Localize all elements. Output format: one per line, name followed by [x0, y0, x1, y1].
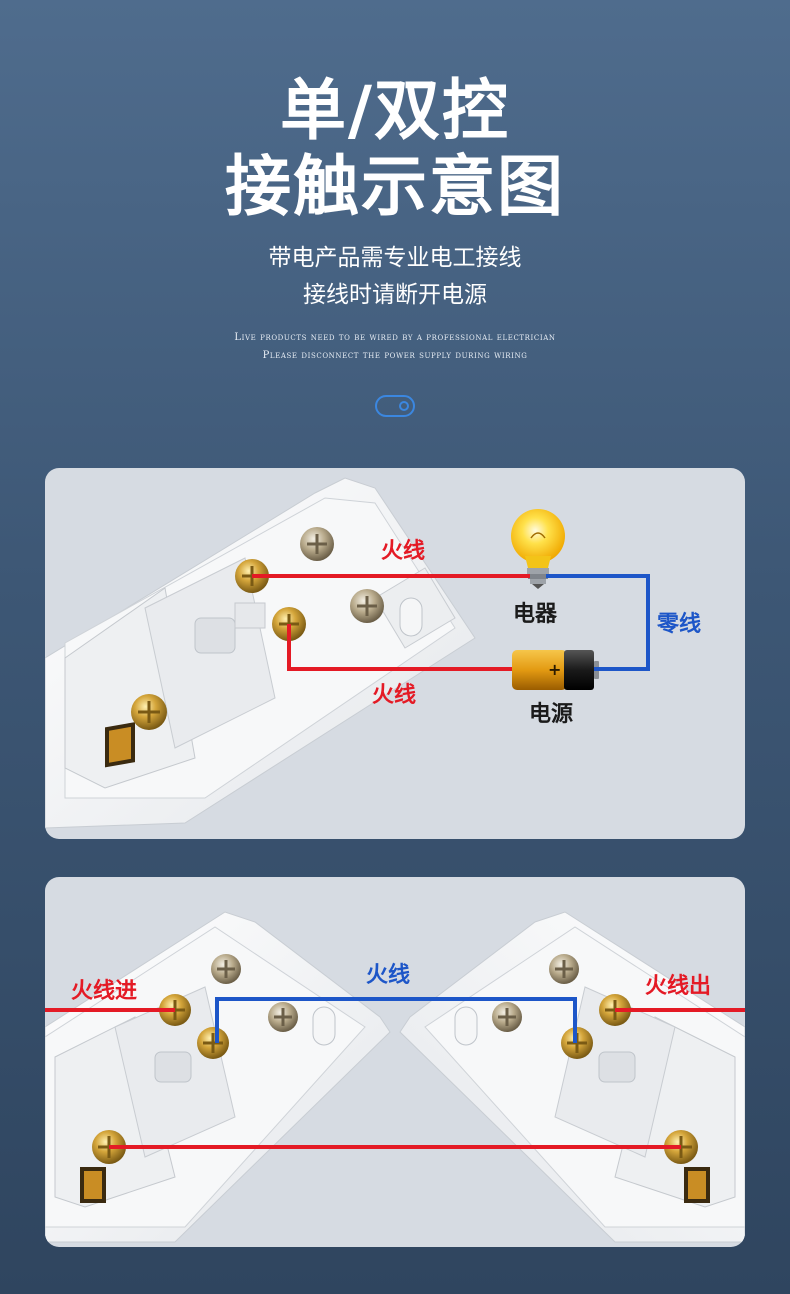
page-title-line2: 接触示意图 — [225, 148, 565, 225]
label-live-wire-bottom: 火线 — [372, 683, 417, 708]
label-neutral-wire: 零线 — [657, 612, 702, 637]
battery-icon: + — [512, 650, 599, 690]
label-live-wire-middle: 火线 — [366, 963, 411, 988]
subtitle-line2: 接线时请断开电源 — [303, 282, 487, 308]
label-live-wire-in: 火线进 — [71, 979, 138, 1004]
label-live-wire-out: 火线出 — [645, 974, 712, 999]
switch-module-icon — [45, 911, 391, 1243]
label-device: 电器 — [513, 602, 558, 627]
page-title-line1: 单/双控 — [279, 72, 511, 149]
toggle-switch-icon — [375, 395, 415, 417]
subtitle-line1: 带电产品需专业电工接线 — [268, 245, 522, 271]
switch-module-icon — [45, 477, 476, 829]
label-live-wire-top: 火线 — [381, 539, 426, 564]
english-note-line1: Live products need to be wired by a prof… — [234, 332, 556, 343]
label-power-source: 电源 — [529, 702, 574, 727]
light-bulb-icon — [511, 509, 565, 589]
double-control-diagram: 火线进 火线 火线出 — [45, 877, 745, 1247]
english-note-line2: Please disconnect the power supply durin… — [262, 350, 528, 361]
single-control-diagram: + 火线 电器 零线 火线 电源 — [45, 468, 745, 839]
svg-text:+: + — [548, 660, 561, 679]
